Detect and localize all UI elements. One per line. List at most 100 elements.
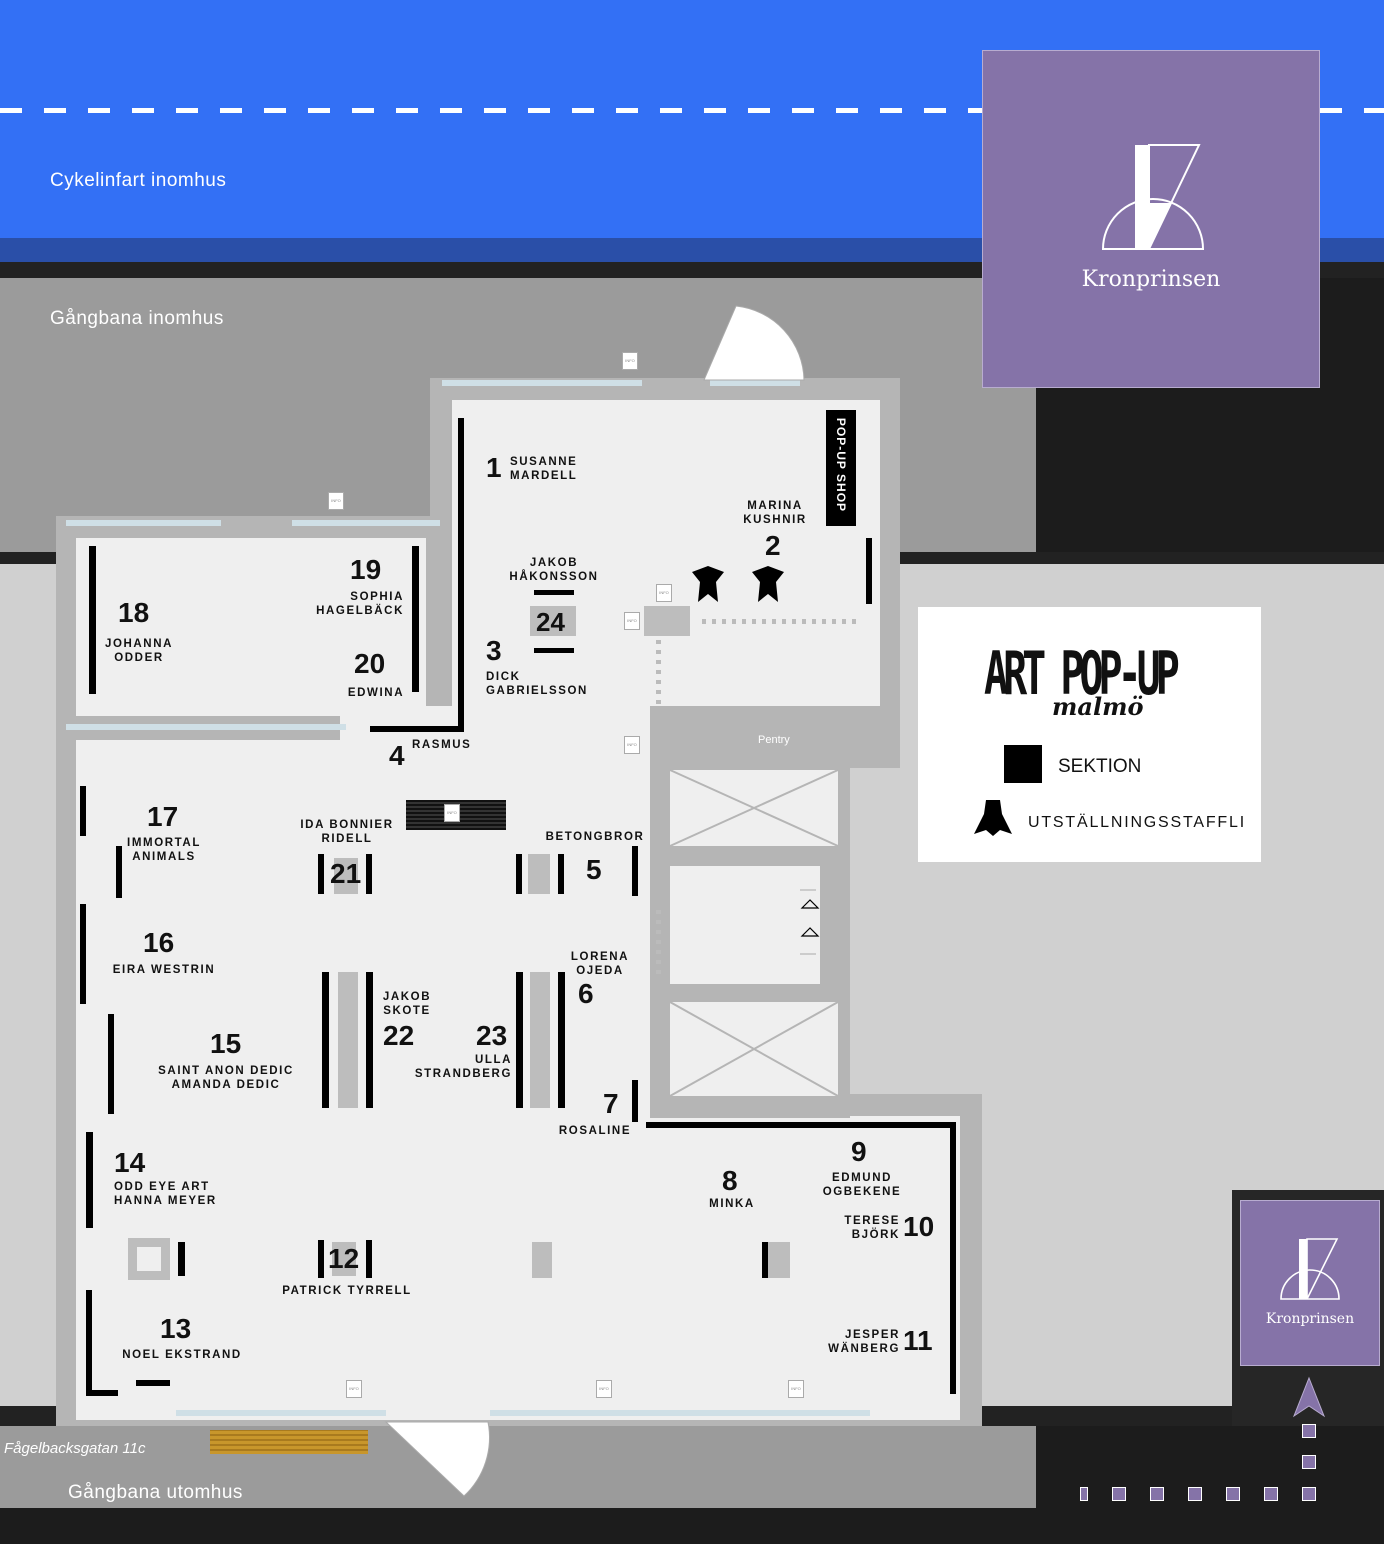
lane-dashes [0,108,1384,113]
floor-left-room [76,538,426,716]
north-arrow-icon [1292,1376,1326,1418]
section-wall [558,854,564,894]
section-wall [108,1014,114,1114]
stand-artist-21: IDA BONNIER RIDELL [300,819,394,845]
pillar [128,1238,170,1280]
stand-number-17: 17 [147,801,179,832]
window-mid [66,724,346,730]
dotted-line [656,908,661,974]
section-wall [762,1242,768,1278]
stand-21 [334,858,358,894]
art-popup-logo-sub: malmö [1052,692,1144,721]
window-top [442,380,642,386]
stand-artist-13: NOEL EKSTRAND [122,1349,242,1361]
bottom-strip [0,1508,1036,1544]
kronprinsen-logo-large: Kronprinsen [982,50,1320,388]
section-wall [370,726,464,732]
popup-shop-label: POP-UP SHOP [834,417,848,513]
section-wall [178,1242,185,1276]
stand-22 [338,972,358,1108]
stand-artist-17: IMMORTAL ANIMALS [127,837,201,863]
stand-artist-7: ROSALINE [558,1125,632,1137]
crown-logo-icon [1280,1238,1340,1300]
stand-8 [532,1242,552,1278]
section-wall [366,972,373,1108]
floor-top-room [452,400,880,706]
info-sign: INFO [622,352,638,370]
stand-number-16: 16 [143,927,175,958]
info-sign: INFO [346,1380,362,1398]
pentry [650,706,900,768]
section-wall [116,846,122,898]
stand-number-5: 5 [586,854,602,885]
stand-number-15: 15 [210,1028,242,1059]
stand-artist-5: BETONGBROR [545,831,645,843]
stand-number-10: 10 [903,1211,935,1242]
section-wall [866,538,872,604]
stand-number-12: 12 [328,1243,360,1274]
outdoor-walkway [0,1426,1036,1508]
stand-artist-22: JAKOB SKOTE [382,991,432,1017]
stand-number-4: 4 [389,740,405,771]
stand-12 [332,1242,356,1276]
stand-23 [530,972,550,1108]
stand-artist-12: PATRICK TYRRELL [282,1285,412,1297]
section-wall [534,648,574,653]
easel-icon [974,800,1012,836]
legend-section-label: SEKTION [1058,756,1142,777]
dotted-line [702,619,858,624]
section-icon [1004,745,1042,783]
info-sign: INFO [444,804,460,822]
legend-panel [918,607,1261,862]
kronprinsen-logo-small: Kronprinsen [1240,1200,1380,1366]
section-wall [80,786,86,836]
stand-number-3: 3 [486,635,502,666]
stand-artist-6: LORENA OJEDA [570,951,630,977]
path-marker [1264,1487,1278,1501]
stand-artist-8: MINKA [709,1198,755,1210]
section-wall [80,904,86,1004]
stand-artist-23: ULLA STRANDBERG [414,1054,512,1080]
info-sign: INFO [596,1380,612,1398]
stand-artist-4: RASMUS [412,739,472,751]
window-left-room [66,520,221,526]
stand-number-8: 8 [722,1165,738,1196]
section-wall [318,854,324,894]
section-wall [412,546,419,692]
stand-number-24: 24 [536,607,565,637]
section-wall [516,854,522,894]
section-wall [86,1290,92,1394]
path-marker [1302,1424,1316,1438]
info-sign: INFO [328,492,344,510]
path-marker [1226,1487,1240,1501]
stand-artist-19: SOPHIA HAGELBÄCK [316,591,404,617]
section-wall [950,1122,956,1394]
section-wall [86,1390,118,1396]
window-left-room-2 [292,520,440,526]
stand-2-block [644,606,690,636]
stand-artist-2: MARINA KUSHNIR [743,500,807,526]
window-bottom-2 [490,1410,870,1416]
section-wall [86,1132,93,1228]
stand-number-23: 23 [476,1020,508,1051]
stand-artist-24: JAKOB HÅKONSSON [509,557,599,583]
info-sign: INFO [624,612,640,630]
path-marker [1080,1487,1088,1501]
stand-artist-3: DICK GABRIELSSON [486,671,588,697]
storage-rooms [650,768,850,1118]
stand-number-1: 1 [486,452,502,483]
stand-artist-20: EDWINA [347,687,405,699]
stand-number-7: 7 [603,1088,619,1119]
pentry-label: Pentry [758,734,790,746]
path-marker [1112,1487,1126,1501]
info-sign: INFO [656,584,672,602]
window-bottom [176,1410,386,1416]
info-sign: INFO [624,736,640,754]
stand-artist-15: SAINT ANON DEDIC AMANDA DEDIC [158,1065,294,1091]
stand-artist-18: JOHANNA ODDER [104,638,174,664]
stand-number-18: 18 [118,597,150,628]
path-marker [1188,1487,1202,1501]
kronprinsen-name-small: Kronprinsen [1265,1311,1355,1327]
stand-artist-14: ODD EYE ART HANNA MEYER [114,1181,217,1207]
window-top-2 [710,380,800,386]
